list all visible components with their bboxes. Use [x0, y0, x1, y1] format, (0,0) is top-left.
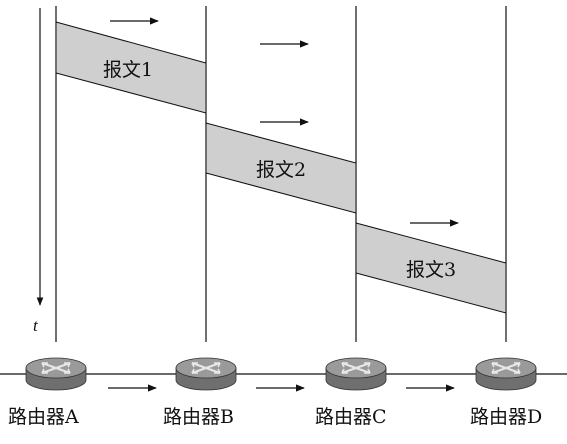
packet-3-label: 报文3: [406, 259, 456, 281]
router-icon: [325, 357, 387, 391]
packet-1-band: [55, 21, 207, 114]
packet-1-label: 报文1: [103, 59, 153, 81]
router-c: [325, 357, 387, 391]
router-d-label: 路由器D: [470, 406, 542, 428]
time-axis-label: t: [33, 316, 39, 335]
packet-3: 报文3: [355, 219, 507, 314]
router-b-label: 路由器B: [163, 406, 234, 428]
packet-1: 报文1: [55, 17, 309, 114]
packet-2: 报文2: [205, 118, 357, 214]
router-c-label: 路由器C: [315, 406, 387, 428]
router-icon: [25, 357, 87, 391]
router-d: [475, 357, 537, 391]
router-a-label: 路由器A: [8, 406, 79, 428]
router-a: [25, 357, 87, 391]
router-b: [175, 357, 237, 391]
router-icon: [475, 357, 537, 391]
packet-3-band: [355, 222, 507, 314]
packet-2-band: [205, 122, 357, 214]
router-icon: [175, 357, 237, 391]
time-axis: t: [33, 8, 44, 335]
packet-2-label: 报文2: [256, 159, 306, 181]
